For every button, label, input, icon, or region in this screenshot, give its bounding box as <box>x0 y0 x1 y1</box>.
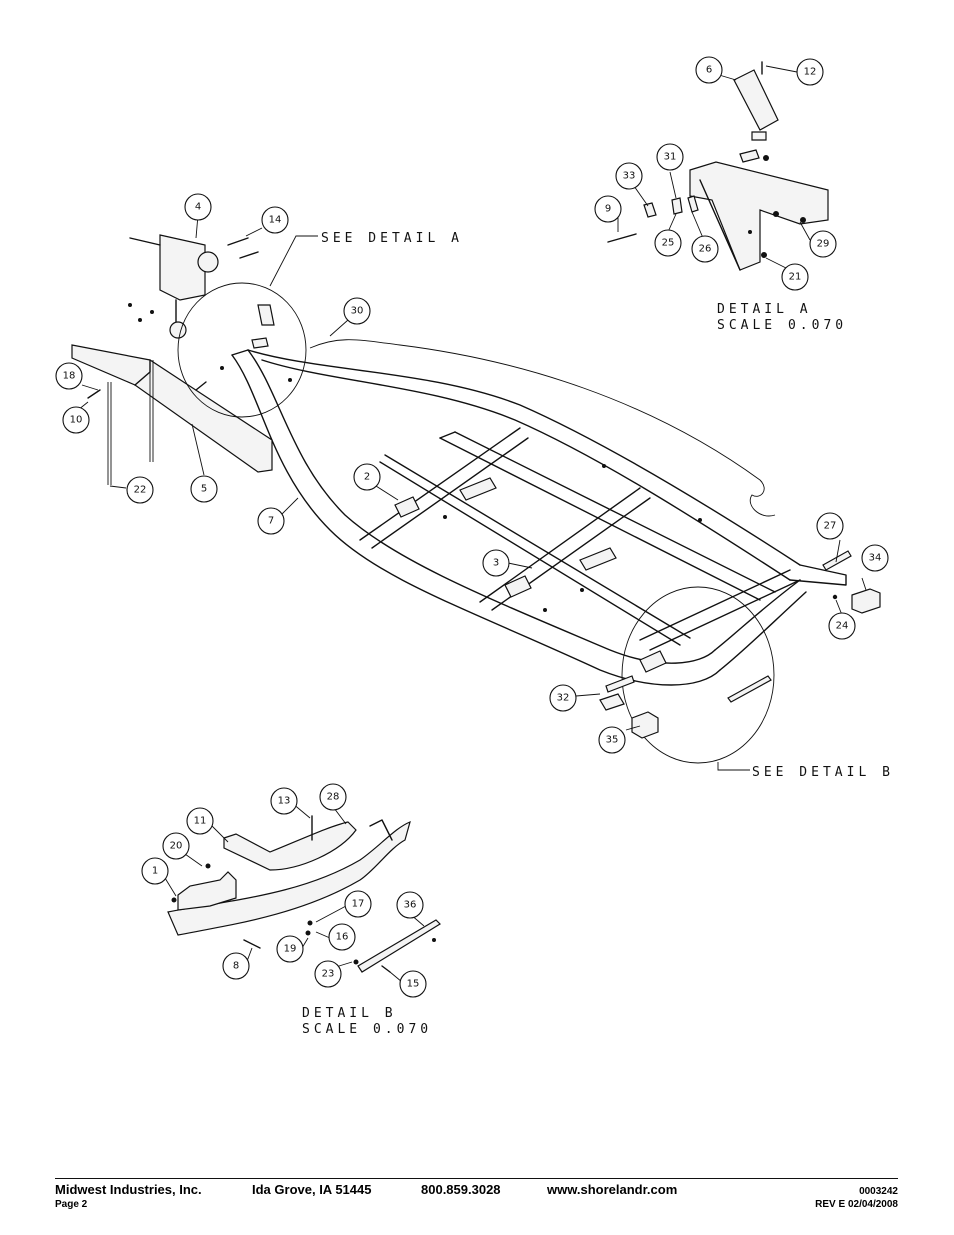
balloon-20: 20 <box>162 832 190 860</box>
footer-doc-number: 0003242 <box>859 1186 898 1197</box>
footer-revision: REV E 02/04/2008 <box>815 1199 898 1210</box>
detail-b-title: DETAIL B <box>302 1006 397 1021</box>
balloon-8: 8 <box>222 952 250 980</box>
footer-page-number: Page 2 <box>55 1199 88 1210</box>
balloon-13: 13 <box>270 787 298 815</box>
svg-text:7: 7 <box>268 516 274 527</box>
svg-text:18: 18 <box>63 371 76 382</box>
balloon-2: 2 <box>353 463 381 491</box>
footer-website: www.shorelandr.com <box>547 1182 678 1197</box>
balloon-25: 25 <box>654 229 682 257</box>
svg-text:36: 36 <box>404 900 417 911</box>
balloon-9: 9 <box>594 195 622 223</box>
detail-a-view <box>607 61 829 271</box>
balloon-21: 21 <box>781 263 809 291</box>
svg-text:32: 32 <box>557 693 570 704</box>
svg-text:16: 16 <box>336 932 349 943</box>
svg-text:17: 17 <box>352 899 365 910</box>
svg-text:29: 29 <box>817 239 830 250</box>
part-balloons: 6 12 31 33 9 25 26 29 21 4 14 30 18 10 2… <box>55 56 889 998</box>
svg-text:15: 15 <box>407 979 420 990</box>
page-footer: Midwest Industries, Inc. Ida Grove, IA 5… <box>55 1178 898 1210</box>
balloon-6: 6 <box>695 56 723 84</box>
svg-text:22: 22 <box>134 485 147 496</box>
see-detail-b-label: SEE DETAIL B <box>752 765 894 780</box>
balloon-10: 10 <box>62 406 90 434</box>
svg-text:4: 4 <box>195 202 201 213</box>
see-detail-a-label: SEE DETAIL A <box>321 231 463 246</box>
balloon-30: 30 <box>343 297 371 325</box>
balloon-3: 3 <box>482 549 510 577</box>
svg-text:28: 28 <box>327 792 340 803</box>
balloon-24: 24 <box>828 612 856 640</box>
main-frame <box>231 339 847 686</box>
svg-text:11: 11 <box>194 816 207 827</box>
balloon-33: 33 <box>615 162 643 190</box>
balloon-36: 36 <box>396 891 424 919</box>
svg-text:23: 23 <box>322 969 335 980</box>
svg-text:30: 30 <box>351 306 364 317</box>
balloon-12: 12 <box>796 58 824 86</box>
balloon-7: 7 <box>257 507 285 535</box>
svg-text:34: 34 <box>869 553 882 564</box>
svg-text:31: 31 <box>664 152 677 163</box>
balloon-4: 4 <box>184 193 212 221</box>
balloon-35: 35 <box>598 726 626 754</box>
balloon-5: 5 <box>190 475 218 503</box>
tongue-and-winch <box>71 234 273 485</box>
balloon-15: 15 <box>399 970 427 998</box>
balloon-28: 28 <box>319 783 347 811</box>
svg-text:26: 26 <box>699 244 712 255</box>
detail-b-callout <box>599 550 881 771</box>
svg-text:20: 20 <box>170 841 183 852</box>
balloon-18: 18 <box>55 362 83 390</box>
svg-text:25: 25 <box>662 238 675 249</box>
detail-a-title: DETAIL A <box>717 302 812 317</box>
balloon-19: 19 <box>276 935 304 963</box>
footer-phone: 800.859.3028 <box>421 1182 501 1197</box>
balloon-17: 17 <box>344 890 372 918</box>
svg-text:33: 33 <box>623 171 636 182</box>
svg-text:35: 35 <box>606 735 619 746</box>
balloon-32: 32 <box>549 684 577 712</box>
svg-text:9: 9 <box>605 204 611 215</box>
svg-text:10: 10 <box>70 415 83 426</box>
footer-city: Ida Grove, IA 51445 <box>252 1182 372 1197</box>
svg-text:27: 27 <box>824 521 837 532</box>
svg-text:14: 14 <box>269 215 282 226</box>
balloon-27: 27 <box>816 512 844 540</box>
balloon-34: 34 <box>861 544 889 572</box>
detail-b-scale: SCALE 0.070 <box>302 1022 432 1037</box>
svg-text:8: 8 <box>233 961 239 972</box>
svg-text:24: 24 <box>836 621 849 632</box>
balloon-14: 14 <box>261 206 289 234</box>
balloon-31: 31 <box>656 143 684 171</box>
svg-text:5: 5 <box>201 484 207 495</box>
balloon-11: 11 <box>186 807 214 835</box>
svg-text:3: 3 <box>493 558 499 569</box>
svg-text:6: 6 <box>706 65 712 76</box>
detail-b-view <box>167 815 441 973</box>
svg-text:13: 13 <box>278 796 291 807</box>
detail-a-callout <box>177 235 318 418</box>
svg-text:1: 1 <box>152 866 158 877</box>
balloon-29: 29 <box>809 230 837 258</box>
footer-company: Midwest Industries, Inc. <box>55 1182 202 1197</box>
leader-lines <box>77 65 867 983</box>
svg-text:2: 2 <box>364 472 370 483</box>
balloon-23: 23 <box>314 960 342 988</box>
svg-text:19: 19 <box>284 944 297 955</box>
balloon-1: 1 <box>141 857 169 885</box>
svg-text:12: 12 <box>804 67 817 78</box>
balloon-22: 22 <box>126 476 154 504</box>
svg-text:21: 21 <box>789 272 802 283</box>
detail-a-scale: SCALE 0.070 <box>717 318 847 333</box>
balloon-16: 16 <box>328 923 356 951</box>
balloon-26: 26 <box>691 235 719 263</box>
